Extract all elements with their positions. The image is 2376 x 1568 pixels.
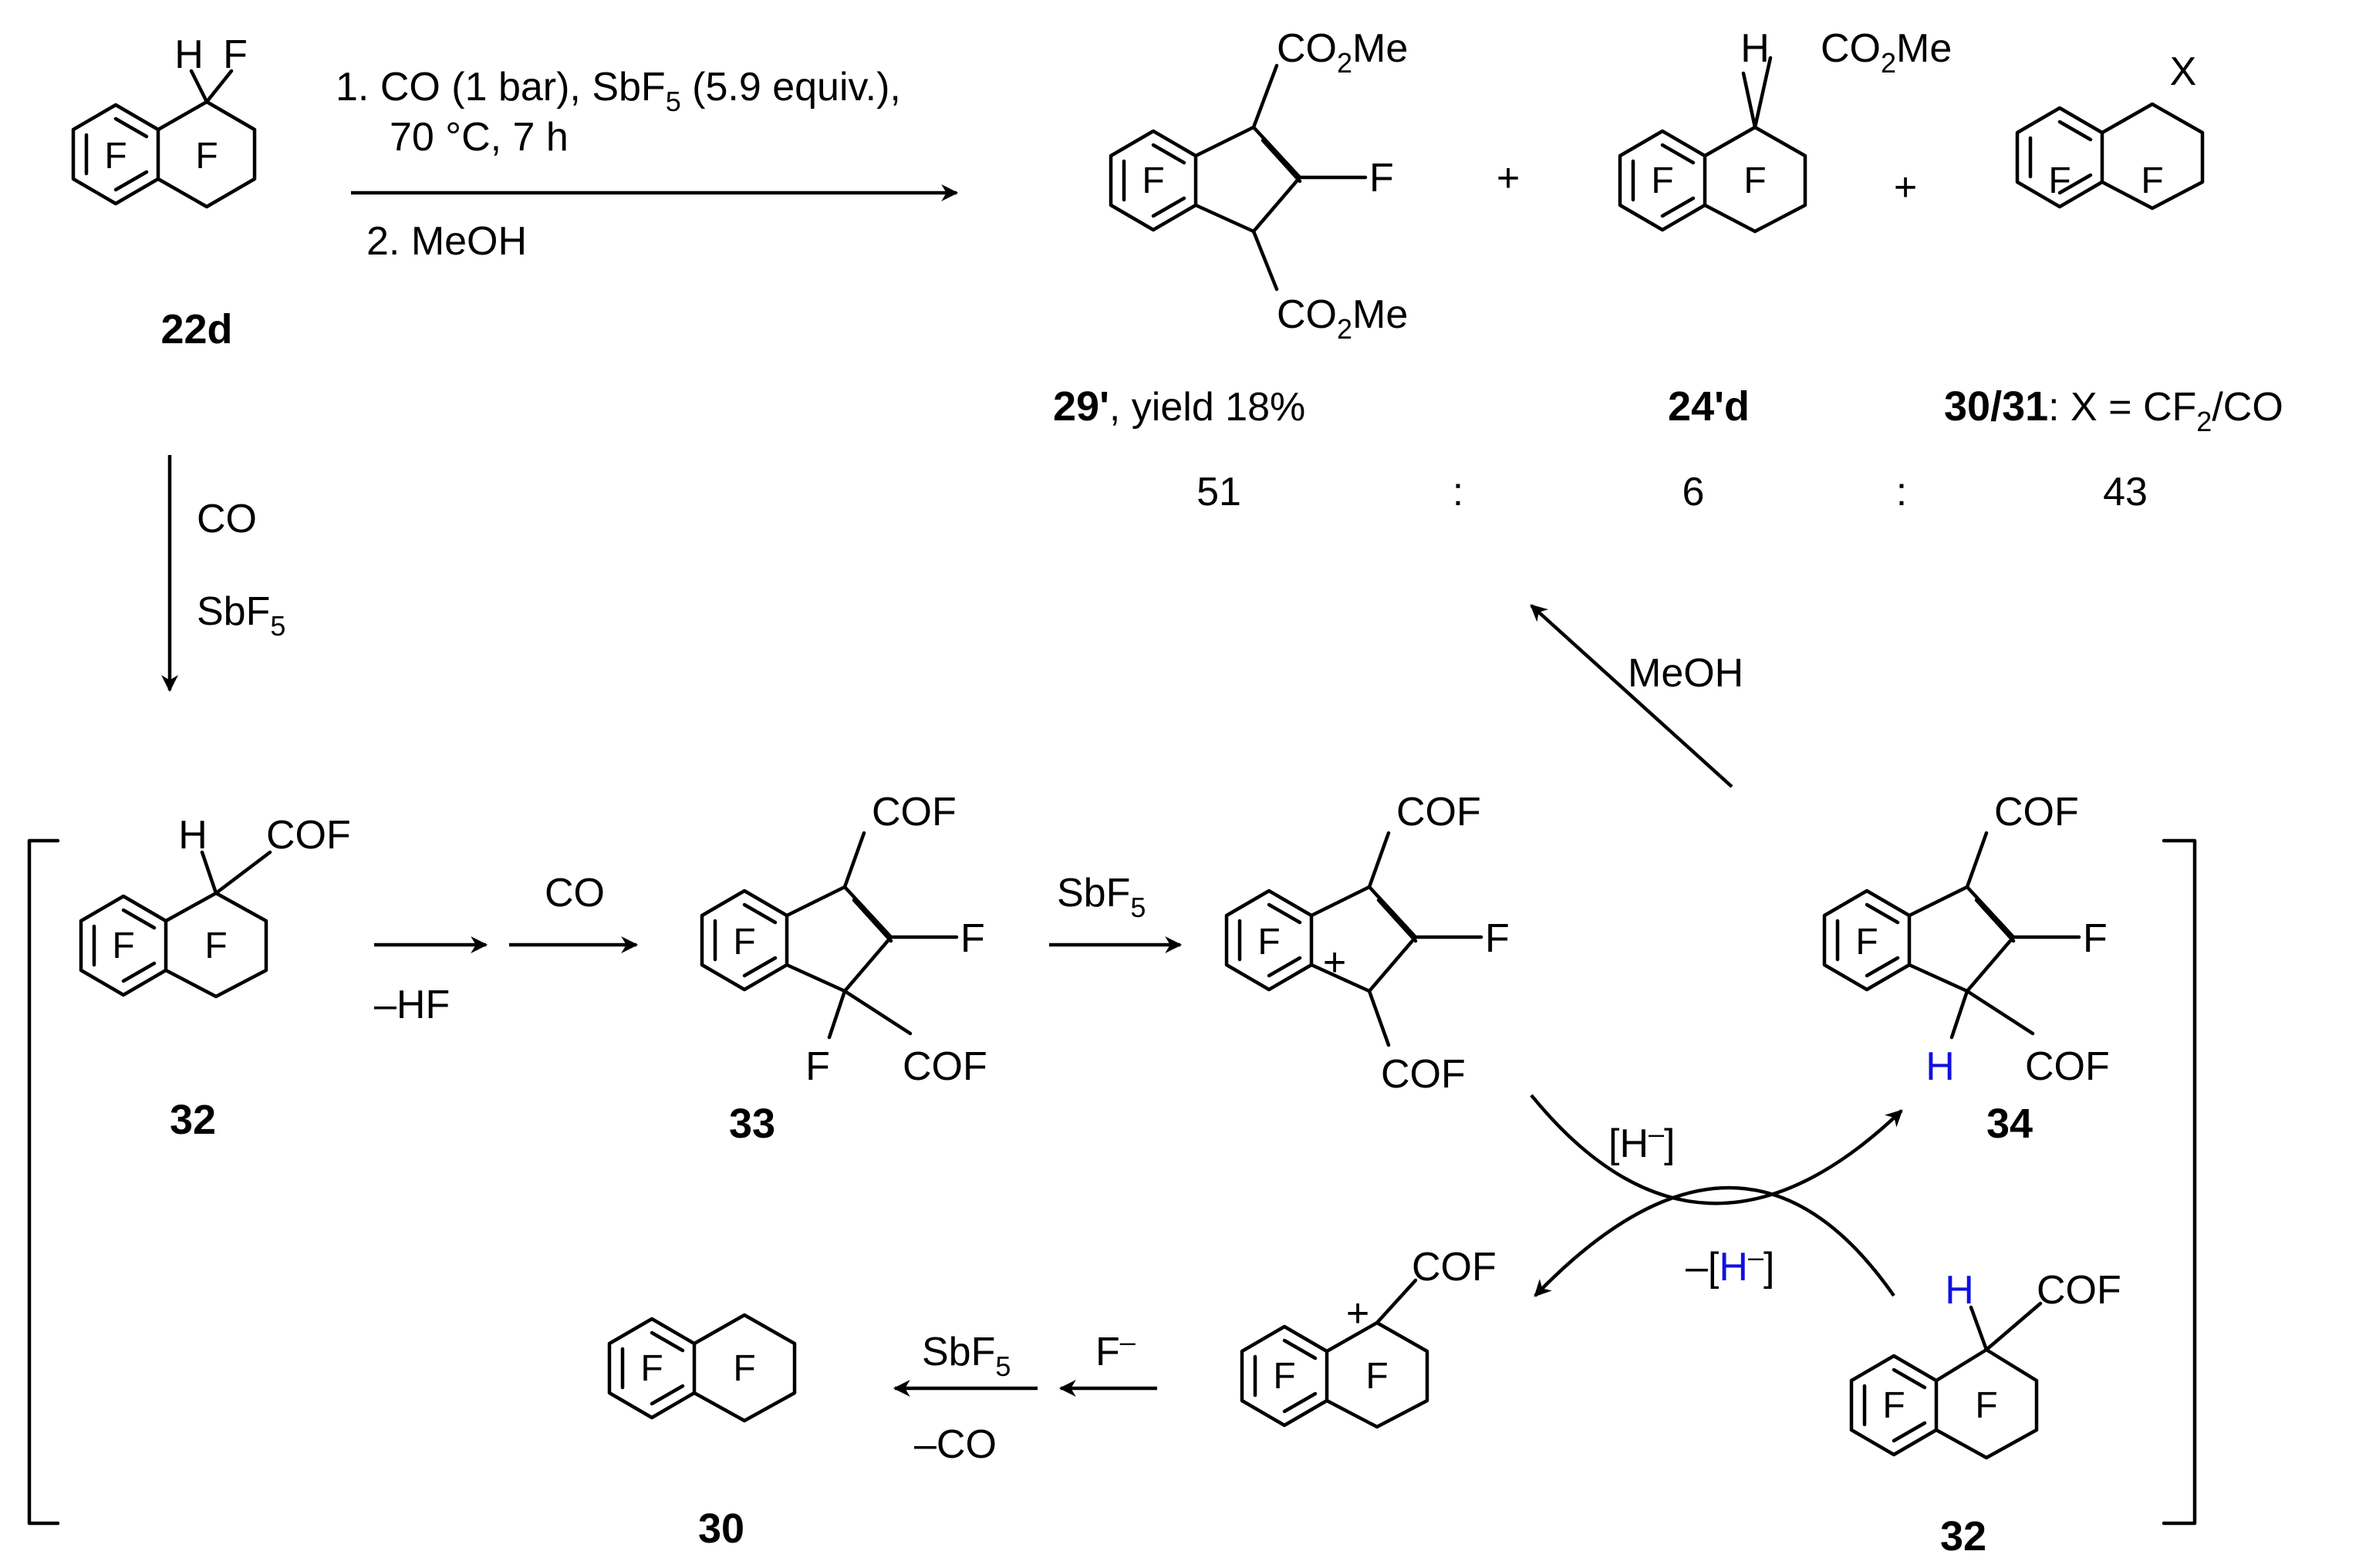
compound-22d: H F F F 22d — [71, 32, 257, 352]
svg-text:H: H — [1740, 26, 1770, 71]
condition-step1: 1. CO (1 bar), SbF5 (5.9 equiv.), — [336, 65, 901, 117]
svg-text:F: F — [1365, 1356, 1388, 1397]
compound-label-30: 30 — [698, 1506, 744, 1552]
ratio-29: 51 — [1196, 470, 1241, 514]
top-reaction-arrow: 1. CO (1 bar), SbF5 (5.9 equiv.), 70 °C,… — [336, 65, 959, 264]
svg-text:X: X — [2170, 49, 2197, 94]
svg-text:CO2Me: CO2Me — [1277, 26, 1408, 79]
compound-32: H COF F F 32 — [79, 813, 351, 1143]
compound-label-32: 32 — [170, 1097, 216, 1143]
svg-text:F: F — [960, 916, 985, 961]
svg-text:F: F — [1882, 1385, 1905, 1426]
svg-text:F: F — [1743, 160, 1766, 201]
compound-label-29prime: 29', yield 18% — [1053, 383, 1305, 430]
svg-text:–[H–]: –[H–] — [1686, 1241, 1774, 1290]
compound-label-33: 33 — [729, 1101, 775, 1147]
ratio-30-31: 43 — [2103, 470, 2148, 514]
svg-text:SbF5: SbF5 — [1057, 871, 1146, 923]
svg-text:F: F — [1369, 156, 1394, 201]
compound-33: COF F F COF F 33 — [700, 790, 987, 1147]
compound-label-34: 34 — [1986, 1101, 2033, 1147]
svg-text:F: F — [1273, 1356, 1295, 1397]
plus-sign: + — [1497, 156, 1520, 201]
atom-f: F — [223, 32, 248, 77]
compound-label-30-31: 30/31: X = CF2/CO — [1944, 383, 2283, 437]
svg-text:F: F — [1855, 922, 1878, 963]
meoh-arrow: MeOH — [1530, 604, 1743, 788]
svg-text:COF: COF — [872, 790, 957, 835]
svg-text:F: F — [640, 1348, 663, 1389]
svg-text:+: + — [1346, 1291, 1369, 1336]
svg-text:COF: COF — [1994, 790, 2079, 835]
vertical-arrow: CO SbF5 — [161, 455, 285, 693]
svg-text:–HF: –HF — [374, 983, 450, 1027]
compound-30-31: X F F 30/31: X = CF2/CO — [1944, 49, 2283, 437]
compound-label-32-bottom: 32 — [1940, 1513, 1986, 1560]
svg-text:H: H — [1945, 1268, 1974, 1313]
svg-text:F: F — [204, 926, 227, 966]
svg-text:F: F — [112, 926, 134, 966]
atom-h: H — [174, 32, 204, 77]
svg-text:+: + — [1323, 940, 1346, 985]
svg-text:SbF5: SbF5 — [197, 589, 285, 642]
ring-f-aliphatic: F — [195, 136, 218, 177]
arrow-sbf5: SbF5 — [1049, 871, 1183, 953]
svg-text:[H–]: [H–] — [1608, 1118, 1675, 1166]
svg-text:SbF5: SbF5 — [922, 1330, 1011, 1382]
svg-text:COF: COF — [1412, 1245, 1497, 1290]
svg-text:F: F — [1257, 922, 1280, 963]
svg-text:MeOH: MeOH — [1628, 651, 1743, 696]
indenyl-cation: COF F + COF F — [1224, 790, 1510, 1097]
compound-label-22d: 22d — [160, 306, 232, 352]
svg-text:F: F — [1142, 160, 1164, 201]
plus-sign-2: + — [1894, 165, 1917, 210]
svg-text:COF: COF — [903, 1044, 987, 1089]
arrow-fluoride: F– — [1058, 1326, 1157, 1397]
arrow-minus-hf: –HF — [374, 936, 488, 1027]
ratio-24: 6 — [1682, 470, 1705, 514]
svg-text:COF: COF — [266, 813, 351, 858]
svg-text:CO: CO — [545, 871, 605, 916]
compound-24prime-d: H CO2Me F F 24'd — [1618, 26, 1952, 430]
condition-step2: 2. MeOH — [366, 219, 527, 264]
svg-text:COF: COF — [2025, 1044, 2110, 1089]
compound-34: COF F H COF F 34 — [1822, 790, 2110, 1147]
arrow-decarbonylation: SbF5 –CO — [893, 1330, 1038, 1467]
svg-text:F: F — [2083, 916, 2108, 961]
svg-text:COF: COF — [1396, 790, 1481, 835]
compound-30: F F 30 — [607, 1313, 797, 1552]
svg-text:F: F — [1485, 916, 1510, 961]
svg-text:F: F — [733, 922, 755, 963]
svg-text:H: H — [178, 813, 208, 858]
svg-text:F: F — [1651, 160, 1673, 201]
svg-text:COF: COF — [1381, 1052, 1466, 1097]
svg-text:F–: F– — [1095, 1326, 1136, 1374]
svg-text:–CO: –CO — [914, 1422, 997, 1467]
svg-text:CO2Me: CO2Me — [1821, 26, 1952, 79]
svg-text:F: F — [1975, 1385, 1997, 1426]
arrow-co: CO — [509, 871, 639, 953]
svg-text:CO: CO — [197, 497, 257, 541]
ratio-sep-1: : — [1453, 470, 1463, 514]
svg-text:F: F — [2048, 160, 2071, 201]
product-ratio: 51 : 6 : 43 — [1196, 470, 2148, 514]
compound-label-24prime-d: 24'd — [1668, 383, 1750, 430]
left-bracket — [27, 838, 60, 1526]
hydride-transfer-arrows: [H–] –[H–] — [1530, 1094, 1903, 1297]
compound-29prime: CO2Me F CO2Me F 29', yield 18% — [1053, 26, 1408, 430]
compound-32-bottom: H COF F F 32 — [1849, 1268, 2121, 1560]
ratio-sep-2: : — [1896, 470, 1907, 514]
condition-step1-temp: 70 °C, 7 h — [390, 115, 569, 160]
right-bracket — [2162, 838, 2197, 1526]
svg-text:CO2Me: CO2Me — [1277, 292, 1408, 345]
svg-text:F: F — [805, 1044, 830, 1089]
acyl-cation: COF + F F — [1240, 1245, 1497, 1429]
svg-text:COF: COF — [2037, 1268, 2121, 1313]
svg-text:H: H — [1925, 1044, 1955, 1089]
svg-text:F: F — [733, 1348, 755, 1389]
ring-f-aromatic: F — [104, 136, 127, 177]
svg-text:F: F — [2141, 160, 2163, 201]
